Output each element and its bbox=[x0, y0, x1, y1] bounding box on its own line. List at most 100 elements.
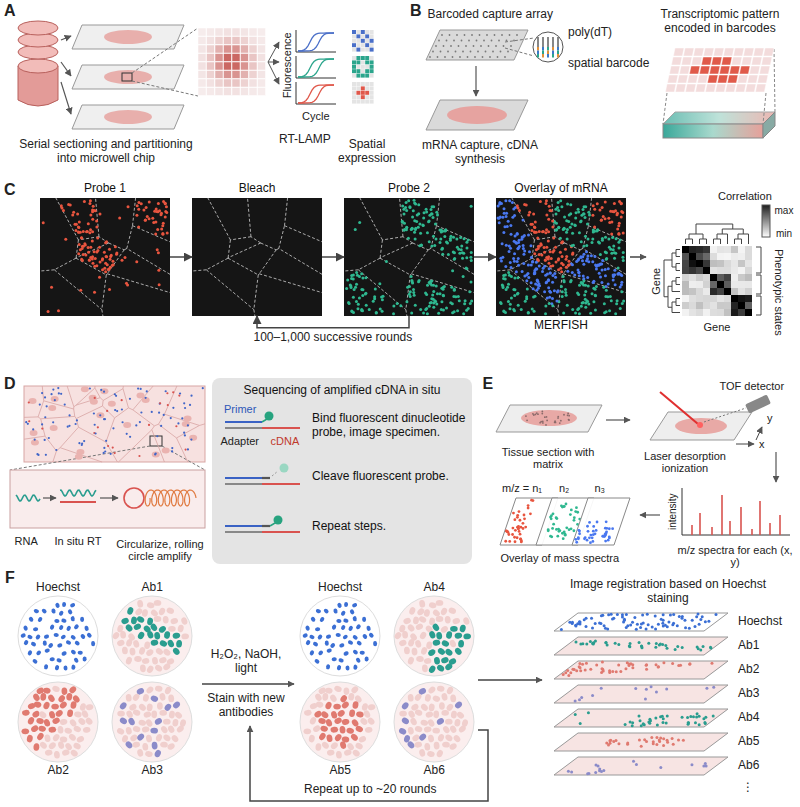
mrna-dot bbox=[465, 241, 468, 244]
illustration-part bbox=[72, 105, 184, 129]
mrna-dot bbox=[357, 303, 360, 306]
mrna-dot bbox=[453, 258, 456, 261]
mrna-dot bbox=[434, 223, 437, 226]
mrna-dot bbox=[469, 302, 472, 305]
mrna-dot bbox=[543, 246, 546, 249]
microwell bbox=[232, 54, 240, 62]
mrna-dot bbox=[431, 213, 434, 216]
mrna-dot bbox=[582, 275, 585, 278]
grid-cell bbox=[361, 65, 365, 69]
illustration-part bbox=[132, 28, 198, 96]
rna-dot bbox=[114, 452, 116, 454]
mrna-dot bbox=[88, 202, 91, 205]
cell bbox=[352, 616, 357, 622]
mrna-dot bbox=[602, 215, 605, 218]
illustration-part bbox=[697, 422, 703, 428]
mrna-dot bbox=[586, 255, 589, 258]
cell bbox=[310, 616, 316, 623]
capture-spot bbox=[453, 40, 455, 42]
mrna-dot bbox=[425, 211, 428, 214]
mrna-dot bbox=[426, 231, 429, 234]
mrna-dot bbox=[88, 259, 91, 262]
matrix-crystal bbox=[533, 414, 535, 416]
cell bbox=[305, 625, 311, 631]
mrna-dot bbox=[151, 217, 154, 220]
mrna-dot bbox=[600, 262, 603, 265]
capture-spot bbox=[485, 51, 487, 53]
grid-cell bbox=[370, 34, 374, 38]
heatmap-cell bbox=[682, 281, 689, 288]
ion-dot bbox=[518, 510, 521, 513]
mrna-dot bbox=[598, 263, 601, 266]
mrna-dot bbox=[155, 208, 158, 211]
cell bbox=[84, 716, 93, 726]
heatmap-cell bbox=[689, 274, 696, 281]
illustration-part bbox=[663, 49, 775, 124]
grid-cell bbox=[356, 69, 360, 73]
mrna-dot bbox=[594, 288, 597, 291]
mrna-dot bbox=[582, 253, 585, 256]
heatmap-cell bbox=[738, 267, 745, 274]
cell bbox=[168, 694, 174, 702]
spectrum-peak bbox=[769, 523, 771, 535]
mrna-dot bbox=[426, 284, 429, 287]
microwell bbox=[207, 71, 215, 79]
rna-dot bbox=[28, 401, 30, 403]
mrna-dot bbox=[517, 257, 520, 260]
mrna-dot bbox=[430, 283, 433, 286]
ion-dot bbox=[551, 527, 554, 530]
cell bbox=[154, 616, 162, 622]
heatmap-cell bbox=[696, 274, 703, 281]
tissue-section bbox=[24, 386, 205, 462]
mrna-dot bbox=[522, 244, 525, 247]
ion-dot bbox=[591, 540, 594, 543]
mrna-dot bbox=[453, 251, 456, 254]
mrna-dot bbox=[557, 258, 560, 261]
barcode-segment bbox=[552, 51, 554, 55]
illustration-part bbox=[25, 387, 204, 457]
mrna-dot bbox=[563, 216, 566, 219]
mrna-dot bbox=[562, 275, 565, 278]
mrna-dot bbox=[406, 286, 409, 289]
mrna-dot bbox=[541, 270, 544, 273]
barcode-segment bbox=[542, 54, 544, 58]
cell bbox=[163, 616, 169, 624]
ion-dot bbox=[586, 539, 589, 542]
cell bbox=[53, 633, 58, 637]
pattern-cell bbox=[705, 84, 716, 92]
grid-cell bbox=[352, 30, 356, 34]
mrna-dot bbox=[160, 228, 163, 231]
pattern-cell bbox=[729, 66, 740, 74]
spectrum-peak bbox=[751, 529, 753, 535]
heatmap-cell bbox=[738, 288, 745, 295]
mrna-dot bbox=[579, 220, 582, 223]
rna-dot bbox=[107, 445, 109, 447]
heatmap-cell bbox=[717, 295, 724, 302]
cell bbox=[150, 728, 158, 734]
capture-spot bbox=[443, 45, 445, 47]
mrna-dot bbox=[561, 240, 564, 243]
capture-spot bbox=[513, 40, 515, 42]
matrix-crystal bbox=[568, 419, 570, 421]
mrna-dot bbox=[547, 257, 550, 260]
heatmap-cell bbox=[689, 281, 696, 288]
cell bbox=[324, 640, 329, 646]
cell bbox=[166, 742, 176, 751]
image-ground bbox=[40, 198, 170, 316]
section-arrows bbox=[61, 36, 71, 114]
mrna-dot bbox=[98, 246, 101, 249]
mrna-dot bbox=[564, 248, 567, 251]
rna-dot bbox=[172, 391, 174, 393]
rna-dot bbox=[104, 418, 106, 420]
rna-dot bbox=[121, 421, 123, 423]
rna-dot bbox=[140, 388, 142, 390]
mrna-dot bbox=[553, 289, 556, 292]
microwell bbox=[232, 45, 240, 53]
grid-cell bbox=[365, 82, 369, 86]
grid-cell bbox=[370, 56, 374, 60]
mrna-dot bbox=[510, 275, 513, 278]
pattern-cell bbox=[737, 75, 748, 83]
cell bbox=[116, 639, 125, 647]
mrna-dot bbox=[516, 260, 519, 263]
pattern-cell bbox=[753, 48, 764, 56]
